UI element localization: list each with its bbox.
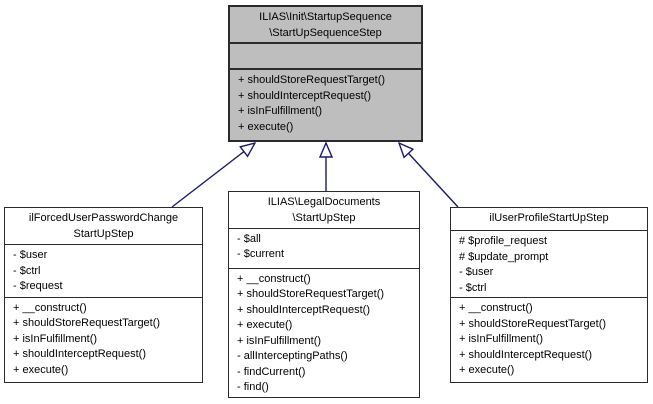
class-title-line: \StartUpStep — [292, 211, 356, 224]
method-row: + shouldStoreRequestTarget() — [238, 74, 386, 86]
method-row: + execute() — [238, 120, 294, 133]
class-title: ILIAS\LegalDocuments \StartUpStep — [229, 192, 419, 229]
class-title: ilUserProfileStartUpStep — [451, 208, 647, 231]
class-title-line: ILIAS\LegalDocuments — [267, 196, 381, 208]
class-title-line: ilUserProfileStartUpStep — [489, 212, 609, 224]
method-row: + shouldInterceptRequest() — [459, 348, 592, 361]
class-attributes-section: # $profile_request # $update_prompt - $u… — [451, 231, 647, 298]
class-title: ILIAS\Init\StartupSequence \StartUpSeque… — [230, 7, 421, 44]
attribute-row: - $all — [237, 232, 261, 245]
class-title: ilForcedUserPasswordChange StartUpStep — [5, 208, 202, 245]
class-title-line: ILIAS\Init\StartupSequence — [259, 11, 392, 23]
method-row: - find() — [237, 381, 269, 394]
attribute-row: - $user — [459, 266, 494, 278]
class-attributes-section — [230, 44, 421, 70]
class-title-line: ilForcedUserPasswordChange — [28, 212, 179, 224]
method-row: + isInFulfillment() — [13, 332, 98, 345]
inheritance-edge-forced-password — [171, 143, 255, 208]
method-row: - findCurrent() — [237, 365, 306, 378]
class-node-legal-documents-startupstep[interactable]: ILIAS\LegalDocuments \StartUpStep - $all… — [228, 191, 420, 398]
attribute-row: - $current — [237, 248, 285, 261]
class-title-line: \StartUpSequenceStep — [269, 26, 382, 39]
class-methods-section: + __construct() + shouldStoreRequestTarg… — [5, 298, 202, 382]
class-methods-section: + __construct() + shouldStoreRequestTarg… — [229, 269, 419, 397]
method-row: + __construct() — [459, 302, 533, 314]
class-methods-section: + __construct() + shouldStoreRequestTarg… — [451, 298, 647, 382]
class-methods-section: + shouldStoreRequestTarget() + shouldInt… — [230, 70, 421, 140]
class-title-line: StartUpStep — [73, 227, 134, 240]
class-attributes-section: - $all - $current — [229, 229, 419, 269]
class-node-startupsequencestep[interactable]: ILIAS\Init\StartupSequence \StartUpSeque… — [228, 5, 423, 142]
method-row: - allInterceptingPaths() — [237, 350, 348, 363]
method-row: + isInFulfillment() — [238, 105, 323, 117]
method-row: + shouldInterceptRequest() — [13, 348, 146, 360]
method-row: + execute() — [237, 319, 293, 332]
class-attributes-section: - $user - $ctrl - $request — [5, 245, 202, 298]
method-row: + shouldStoreRequestTarget() — [237, 288, 385, 301]
inheritance-edge-user-profile — [399, 143, 459, 208]
method-row: + isInFulfillment() — [459, 333, 544, 345]
method-row: + shouldInterceptRequest() — [238, 89, 371, 102]
method-row: + __construct() — [237, 272, 311, 285]
class-node-user-profile-startupstep[interactable]: ilUserProfileStartUpStep # $profile_requ… — [450, 207, 648, 383]
method-row: + execute() — [13, 363, 69, 376]
method-row: + shouldInterceptRequest() — [237, 303, 370, 316]
attribute-row: - $ctrl — [459, 281, 487, 294]
method-row: + execute() — [459, 364, 515, 376]
class-node-forced-user-password-change[interactable]: ilForcedUserPasswordChange StartUpStep -… — [4, 207, 203, 383]
method-row: + shouldStoreRequestTarget() — [459, 317, 607, 330]
attribute-row: # $update_prompt — [459, 250, 549, 263]
attribute-row: # $profile_request — [459, 235, 548, 247]
attribute-row: - $user — [13, 249, 48, 261]
attribute-row: - $ctrl — [13, 264, 41, 277]
attribute-row: - $request — [13, 280, 63, 292]
method-row: + isInFulfillment() — [237, 334, 322, 347]
method-row: + shouldStoreRequestTarget() — [13, 317, 161, 329]
method-row: + __construct() — [13, 301, 87, 314]
